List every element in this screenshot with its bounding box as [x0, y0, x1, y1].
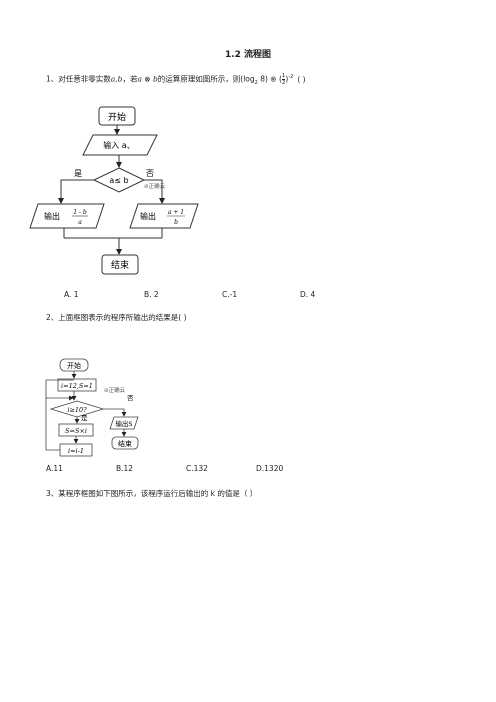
fc1-output-left-num: 1 - b	[73, 209, 87, 216]
q1-frac-den: 2	[281, 80, 286, 86]
fc1-output-right-prefix: 输出	[140, 211, 156, 221]
q1-log-arg: 8) ⊗ (	[257, 74, 282, 84]
fc1-input-box	[82, 134, 158, 156]
fc2-no-label: 否	[127, 394, 134, 402]
q1-option-a[interactable]: A. 1	[64, 290, 79, 299]
fc1-output-right-num: a + 1	[168, 209, 184, 216]
question-3-text: 3、某程序框图如下图所示，该程序运行后输出的 k 的值是（ ）	[46, 489, 258, 498]
q2-option-d[interactable]: D.1320	[256, 464, 284, 473]
q1-exponent: -2	[288, 74, 294, 80]
fc1-no-arrow	[144, 179, 165, 204]
q1-option-c[interactable]: C.-1	[222, 290, 238, 299]
fc2-watermark: ⊘正确云	[104, 386, 126, 394]
fc1-start-label: 开始	[108, 111, 126, 123]
fc2-output-label: 输出S	[115, 419, 132, 428]
q1-option-b[interactable]: B. 2	[144, 290, 159, 299]
q1-text-before: 1、对任意非零实数	[46, 74, 111, 84]
fc2-end-label: 结束	[118, 439, 132, 448]
q1-text-mid: ，若	[122, 74, 138, 84]
q1-log-base: 2	[254, 80, 258, 86]
fc2-decrement-label: i=i-1	[68, 447, 84, 455]
q1-frac-num: 1	[281, 73, 286, 80]
fc2-start-label: 开始	[67, 361, 81, 370]
q1-operator: a ⊗ b	[137, 74, 158, 84]
fc1-end-box	[101, 254, 139, 275]
section-title: 1.2 流程图	[224, 50, 272, 60]
fc2-no-arrow	[103, 408, 127, 417]
q1-frac-close: )	[285, 74, 289, 84]
q1-text-after: 的运算原理如图所示，则(log	[157, 74, 255, 84]
fc1-condition-label: a≤ b	[109, 176, 128, 185]
q1-vars: a,b	[110, 74, 123, 84]
fc1-input-label: 输入 a、	[103, 140, 134, 150]
fc1-output-right-den: b	[174, 219, 178, 226]
fc1-watermark: ⊘正确云	[144, 182, 166, 190]
fc1-end-label: 结束	[111, 259, 129, 271]
q2-option-a[interactable]: A.11	[46, 464, 63, 473]
fc2-init-box	[57, 378, 97, 392]
fc1-output-right-box	[129, 203, 199, 229]
fc1-output-left-box	[29, 203, 105, 229]
q2-option-b[interactable]: B.12	[116, 464, 134, 473]
q2-option-c[interactable]: C.132	[186, 464, 208, 473]
fc1-no-label: 否	[146, 169, 154, 178]
fc1-yes-label: 是	[74, 169, 82, 178]
q1-option-d[interactable]: D. 4	[300, 290, 316, 299]
fc2-condition-label: i≥10?	[67, 406, 87, 414]
fc2-loop-back	[45, 379, 74, 451]
question-2-text: 2、上面框图表示的程序所输出的结果是( )	[46, 313, 187, 322]
fc2-end-box	[111, 436, 139, 450]
fc1-output-left-den: a	[78, 219, 82, 226]
fc2-init-label: i=12,S=1	[61, 382, 93, 390]
fc2-output-box	[109, 416, 139, 430]
fc1-output-left-prefix: 输出	[44, 211, 60, 221]
fc2-yes-label: 是	[81, 414, 88, 422]
fc1-yes-arrow	[58, 179, 94, 204]
fc2-assign-label: S=S×i	[65, 427, 87, 435]
q1-answer-paren: ( )	[297, 74, 306, 84]
question-1-text: 1、对任意非零实数a,b，若a ⊗ b的运算原理如图所示，则(log2 8) ⊗…	[46, 73, 306, 86]
fc1-condition-diamond	[92, 167, 146, 193]
